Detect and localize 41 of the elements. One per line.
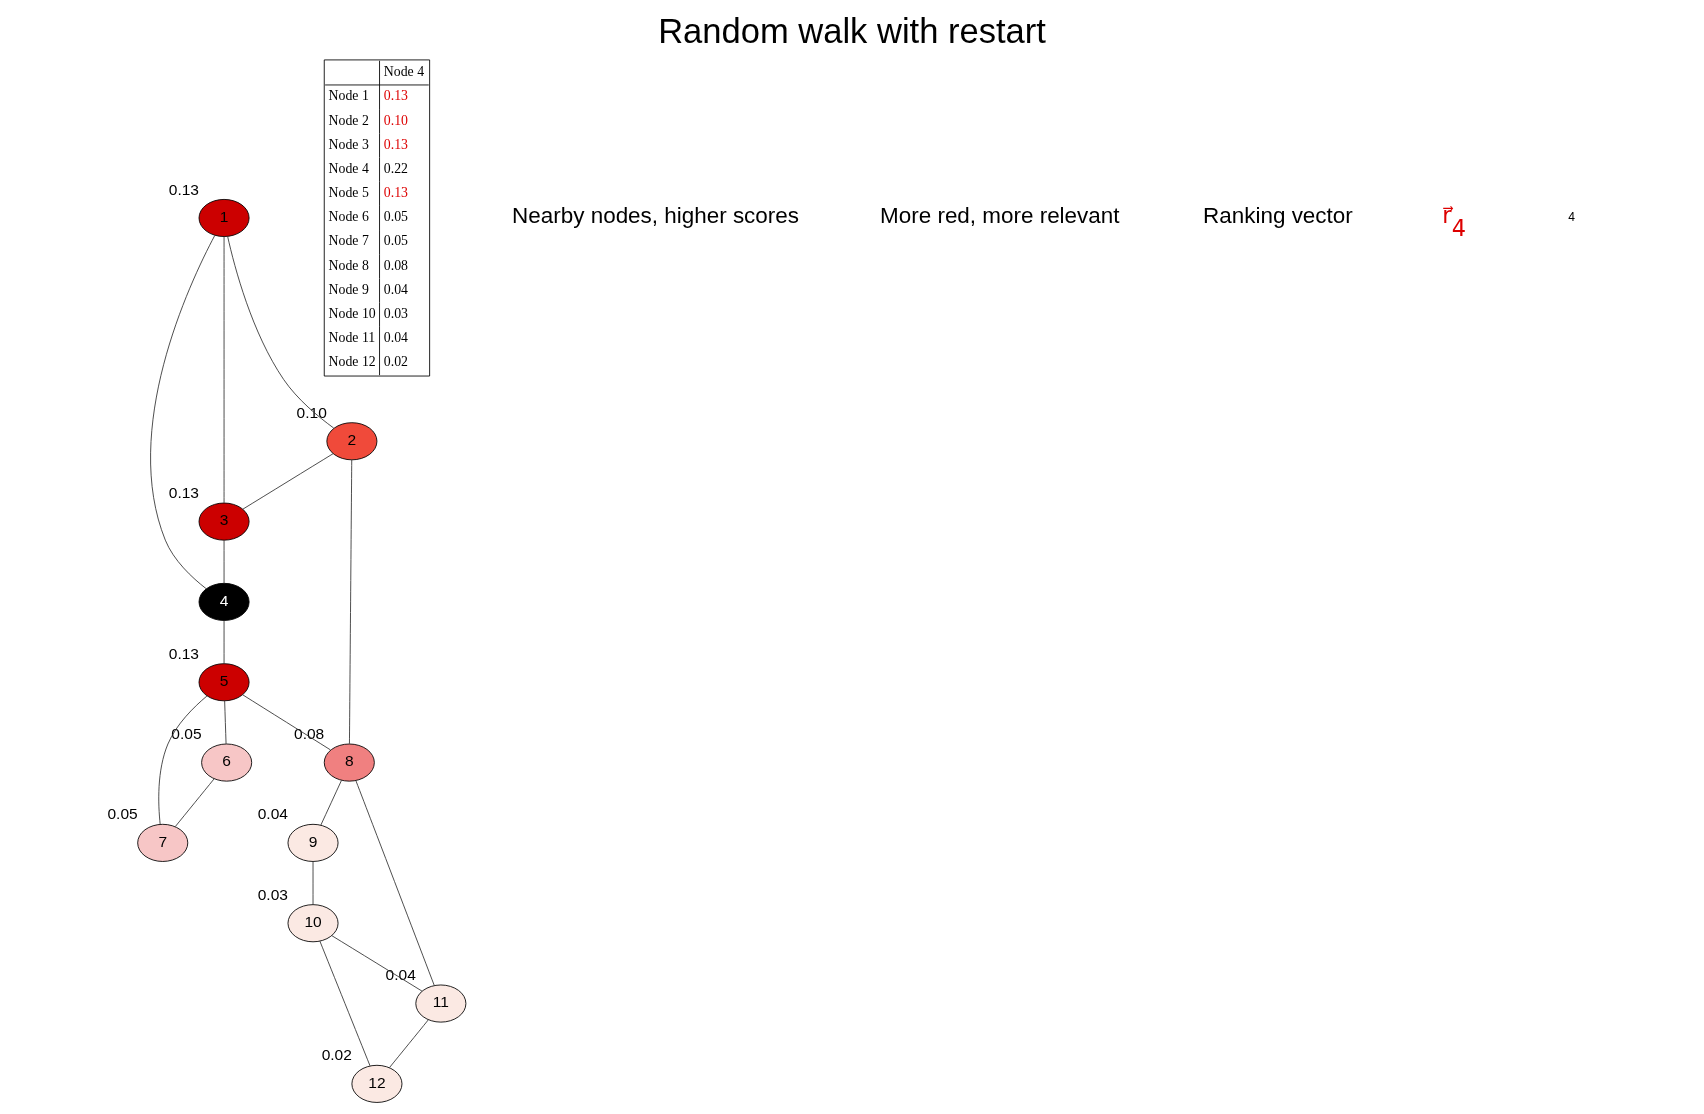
label: Node 6 — [328, 209, 369, 225]
label: More red, more relevant — [880, 203, 1120, 229]
label: 0.04 — [383, 281, 409, 297]
label: 0.04 — [383, 330, 409, 346]
label: Node 11 — [328, 330, 376, 346]
label: 0.13 — [383, 136, 409, 152]
node-label: 0.10 — [296, 403, 327, 421]
node-label: 0.13 — [168, 644, 200, 662]
label: 0.08 — [383, 257, 409, 273]
label: Node 4 — [383, 64, 425, 80]
node-label: 0.04 — [257, 805, 288, 823]
label: 0.05 — [383, 209, 409, 225]
node-label: 0.13 — [168, 180, 200, 198]
label: Node 9 — [328, 281, 369, 297]
label: Node 1 — [328, 88, 369, 104]
label: Node 10 — [328, 306, 376, 321]
label: 0.03 — [383, 306, 409, 321]
label: 0.13 — [383, 185, 409, 201]
label: Node 4 — [328, 160, 369, 176]
label: Node 2 — [328, 112, 369, 128]
label: 0.02 — [383, 354, 409, 370]
node-label: 0.03 — [257, 885, 288, 903]
node-label: 0.02 — [321, 1046, 352, 1064]
node-label: 0.08 — [294, 725, 325, 743]
label: Node 7 — [328, 233, 369, 249]
node-label: 0.05 — [171, 725, 202, 743]
node-label: 0.13 — [168, 484, 200, 502]
label: Node 8 — [328, 257, 369, 273]
node-label: 0.04 — [385, 966, 416, 984]
label: 0.13 — [383, 88, 409, 104]
label: 4 — [1568, 210, 1575, 225]
label: 0.05 — [383, 233, 409, 249]
label: Node 12 — [328, 354, 376, 370]
diagram-title: Random walk with restart — [658, 11, 1046, 50]
label: Ranking vector — [1203, 203, 1353, 229]
label: Node 3 — [328, 136, 369, 152]
label: 0.22 — [383, 160, 409, 176]
label: 0.10 — [383, 112, 409, 128]
label: Node 5 — [328, 185, 369, 201]
label: Nearby nodes, higher scores — [512, 203, 799, 229]
node-label: 0.05 — [107, 805, 138, 823]
